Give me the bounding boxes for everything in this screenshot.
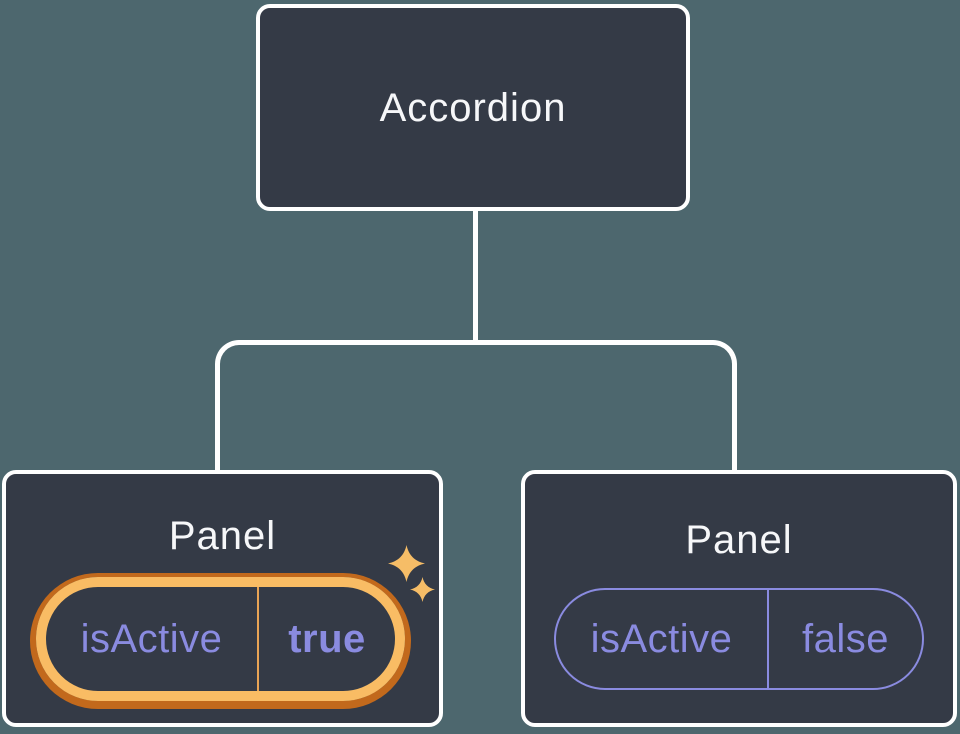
state-value-label: true: [257, 587, 395, 691]
panel-node-active: Panel isActive true: [2, 470, 443, 727]
sparkle-icon-large: [388, 545, 425, 582]
state-key-label: isActive: [590, 616, 733, 661]
accordion-node: Accordion: [256, 4, 690, 211]
panel-node-label: Panel: [685, 518, 793, 562]
panel-node-inactive: Panel isActive false: [521, 470, 957, 727]
connector-branch: [215, 340, 737, 470]
panel-node-label: Panel: [168, 514, 277, 558]
state-value-label: false: [767, 590, 922, 688]
state-pill-inactive: isActive false: [554, 588, 924, 690]
state-key-label: isActive: [80, 616, 223, 661]
state-pill-active: isActive true: [36, 577, 405, 701]
connector-root-stem: [473, 211, 478, 345]
sparkle-icon-small: [410, 577, 435, 602]
accordion-node-label: Accordion: [379, 85, 567, 130]
